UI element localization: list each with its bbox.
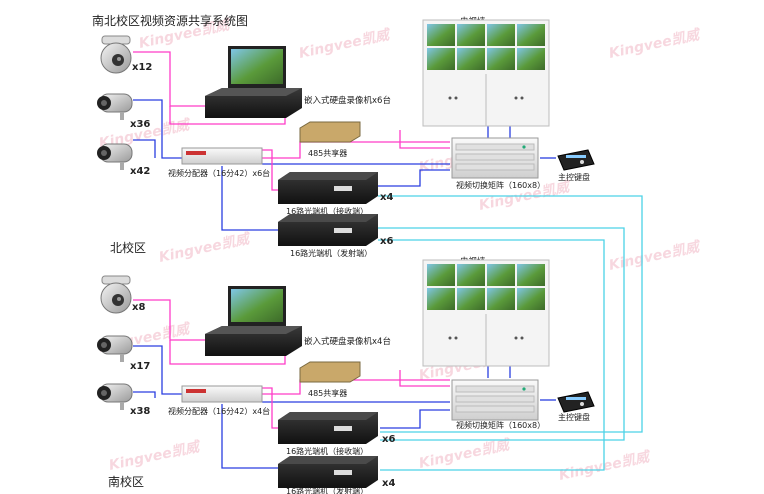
sharer-label: 485共享器 xyxy=(308,388,347,398)
camera-count: x8 xyxy=(132,302,145,313)
receiver-icon xyxy=(278,172,378,204)
rack-icon xyxy=(451,379,539,421)
splitter-icon xyxy=(181,385,263,403)
sharer-label: 485共享器 xyxy=(308,148,347,158)
keyboard-icon xyxy=(557,149,595,171)
wall-screens xyxy=(422,259,550,367)
splitter-label: 视频分配器（16分42）x6台 xyxy=(168,168,270,178)
transmitter-icon xyxy=(278,456,378,488)
receiver-count: x4 xyxy=(380,192,393,203)
sharer-icon xyxy=(299,361,361,383)
video-wall: 电视墙 xyxy=(422,16,550,127)
video-wall: 电视墙 xyxy=(422,256,550,367)
rack-icon xyxy=(451,137,539,179)
camera-count: x38 xyxy=(130,406,150,417)
matrix-label: 视频切换矩阵（160x8） xyxy=(456,420,545,430)
dvr-label: 嵌入式硬盘录像机x4台 xyxy=(304,336,391,347)
monitor-icon xyxy=(228,286,286,332)
bullet-camera-icon xyxy=(96,93,133,121)
watermark: Kingvee凯威 xyxy=(157,230,253,266)
receiver-count: x6 xyxy=(382,434,395,445)
campus-label: 南校区 xyxy=(108,474,144,489)
transmitter-label: 16路光端机（发射端） xyxy=(290,248,372,258)
watermark: Kingvee凯威 xyxy=(107,438,203,474)
splitter-label: 视频分配器（16分42）x4台 xyxy=(168,406,270,416)
receiver-icon xyxy=(278,412,378,444)
diagram-title: 南北校区视频资源共享系统图 xyxy=(92,13,248,28)
dvr-label: 嵌入式硬盘录像机x6台 xyxy=(304,95,391,106)
wall-screens xyxy=(422,19,550,127)
watermark: Kingvee凯威 xyxy=(557,448,653,484)
receiver-label: 16路光端机（接收端） xyxy=(286,446,368,456)
transmitter-count: x4 xyxy=(382,478,395,489)
transmitter-count: x6 xyxy=(380,236,393,247)
splitter-icon xyxy=(181,147,263,165)
north-campus: x12 x36 x42 嵌入式硬盘录像机x6台 485共享器 视频分配器（16分… xyxy=(96,16,595,258)
bullet-camera-icon xyxy=(96,335,133,363)
north-wiring xyxy=(133,51,643,441)
monitor-icon xyxy=(228,46,286,94)
sharer-icon xyxy=(299,121,361,143)
transmitter-label: 16路光端机（发射端） xyxy=(286,486,368,494)
camera-count: x42 xyxy=(130,166,150,177)
dome-camera-icon xyxy=(100,275,132,314)
matrix-label: 视频切换矩阵（160x8） xyxy=(456,180,545,190)
bullet-camera-icon xyxy=(96,143,133,171)
transmitter-icon xyxy=(278,214,378,246)
watermark: Kingvee凯威 xyxy=(607,238,703,274)
south-campus: x8 x17 x38 嵌入式硬盘录像机x4台 485共享器 视频分配器（16分4… xyxy=(96,256,595,494)
keyboard-label: 主控键盘 xyxy=(558,172,590,182)
watermark: Kingvee凯威 xyxy=(607,26,703,62)
campus-label: 北校区 xyxy=(110,240,146,255)
dvr-icon xyxy=(205,326,302,356)
camera-count: x12 xyxy=(132,62,152,73)
watermark: Kingvee凯威 xyxy=(417,436,513,472)
bullet-camera-icon xyxy=(96,383,133,411)
receiver-label: 16路光端机（接收端） xyxy=(286,206,368,216)
camera-count: x36 xyxy=(130,119,150,130)
dvr-icon xyxy=(205,88,302,118)
camera-count: x17 xyxy=(130,361,150,372)
south-wiring xyxy=(133,239,605,471)
keyboard-label: 主控键盘 xyxy=(558,412,590,422)
keyboard-icon xyxy=(557,391,595,413)
dome-camera-icon xyxy=(100,35,132,74)
watermark: Kingvee凯威 xyxy=(297,26,393,62)
